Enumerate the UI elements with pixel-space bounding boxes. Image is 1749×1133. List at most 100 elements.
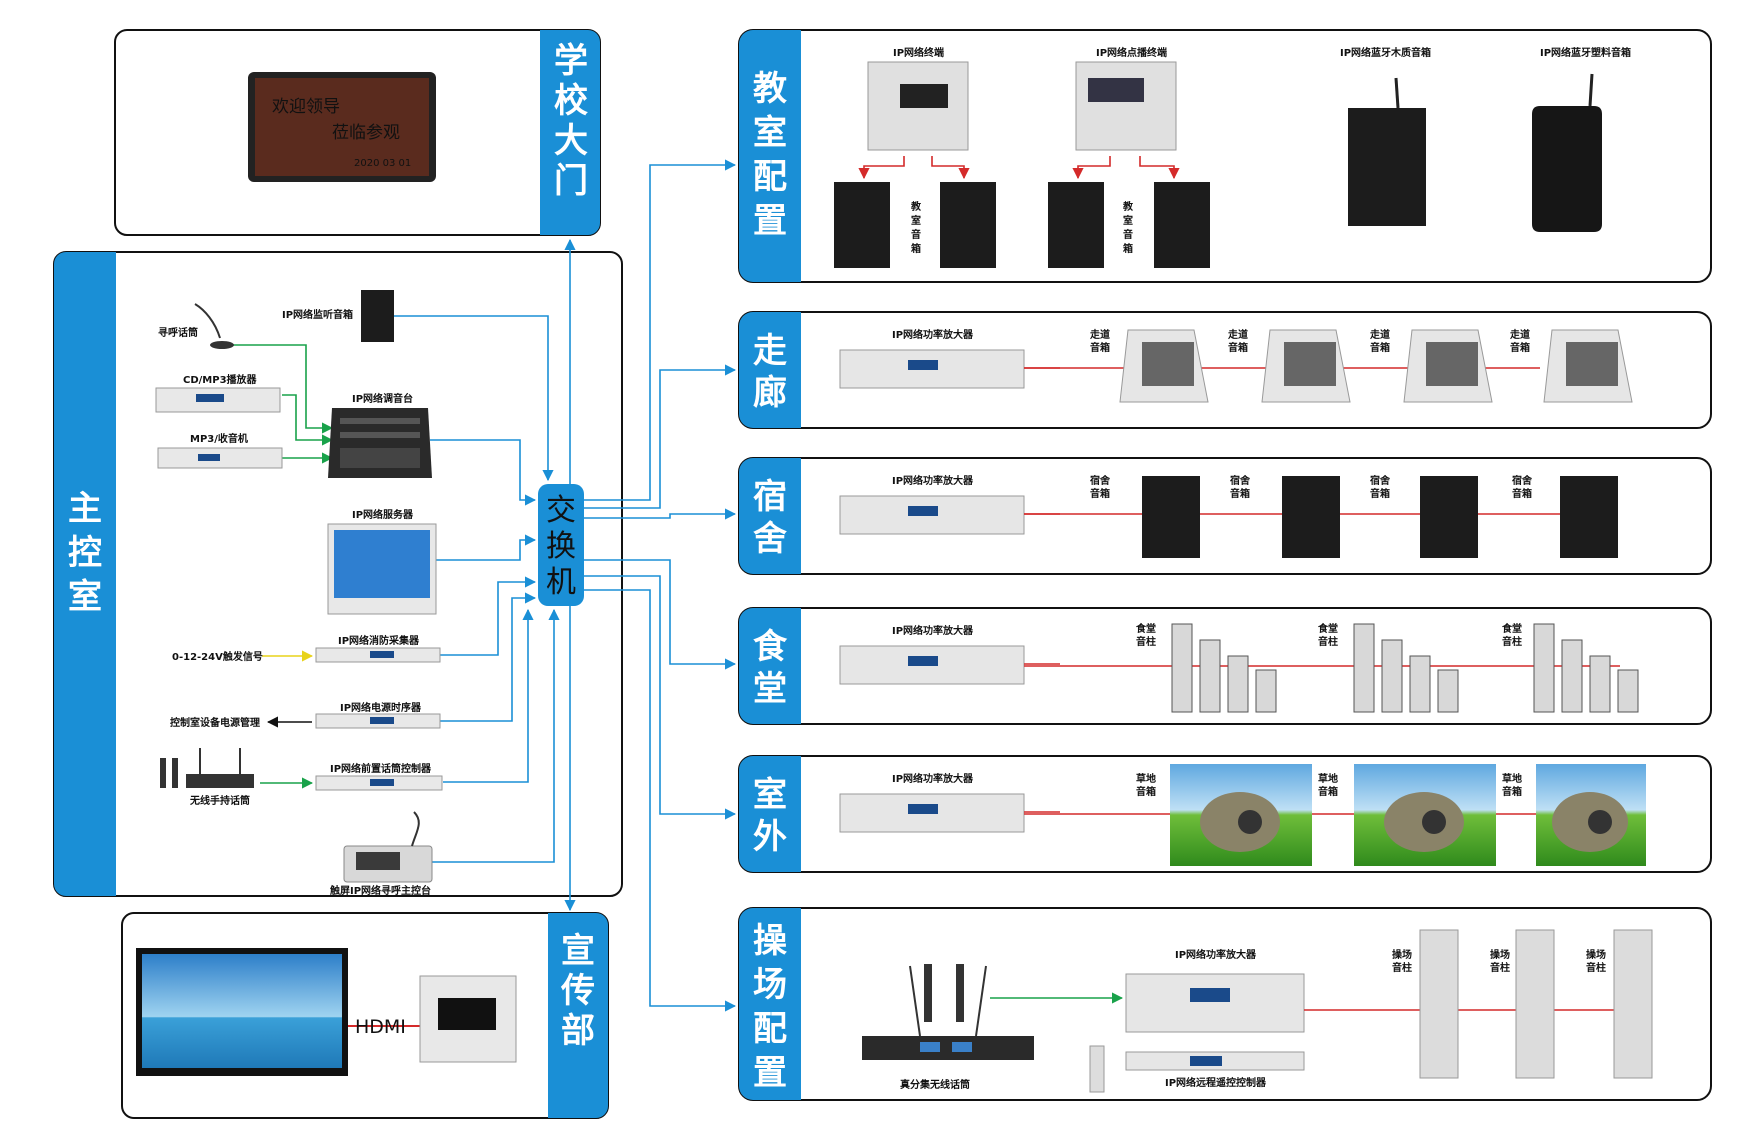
title-classroom: 教室配置 <box>753 69 787 241</box>
label-corridor-speaker-4: 走道音箱 <box>1509 328 1530 354</box>
amplifier-display <box>908 506 938 516</box>
label-lawn-speaker-1: 草地音箱 <box>1136 772 1156 798</box>
label-paging-terminal: IP网络点播终端 <box>1096 46 1167 59</box>
label-touch-console: 触屏IP网络寻呼主控台 <box>329 884 431 897</box>
label-wireless-mic: 真分集无线话筒 <box>900 1078 970 1091</box>
playground-amplifier-icon <box>1125 973 1305 1033</box>
led-date: 2020 03 01 <box>354 158 411 169</box>
canteen-column <box>1617 669 1639 713</box>
canteen-column <box>1409 655 1431 713</box>
label-power-mgmt: 控制室设备电源管理 <box>170 716 260 729</box>
canteen-column <box>1561 639 1583 713</box>
label-lawn-speaker-2: 草地音箱 <box>1318 772 1338 798</box>
label-canteen-speaker-1: 食堂音柱 <box>1135 622 1156 648</box>
label-dorm-speaker-2: 宿舍音箱 <box>1230 474 1251 500</box>
canteen-column <box>1533 623 1555 713</box>
label-power-sequencer: IP网络电源时序器 <box>340 701 422 714</box>
label-dorm-speaker-4: 宿舍音箱 <box>1512 474 1533 500</box>
amplifier-display <box>908 656 938 666</box>
label-mixer: IP网络调音台 <box>352 392 413 405</box>
paging-terminal-icon <box>1075 61 1177 151</box>
title-outdoor: 室外 <box>753 775 787 857</box>
playground-column-group <box>1304 929 1653 1079</box>
label-paging-mic: 寻呼话筒 <box>158 326 198 339</box>
led-line2: 莅临参观 <box>332 123 400 143</box>
label-amplifier-dormitory: IP网络功率放大器 <box>892 474 974 487</box>
mp3-radio-icon <box>157 447 283 469</box>
label-classroom-speaker-2: 教室音箱 <box>1122 200 1134 255</box>
amplifier-display <box>908 804 938 814</box>
label-playground-column-1: 操场音柱 <box>1392 948 1412 974</box>
switch-label: 交换机 <box>546 493 576 600</box>
label-mp3-radio: MP3/收音机 <box>190 432 248 445</box>
label-mic-controller: IP网络前置话筒控制器 <box>330 762 432 775</box>
label-canteen-speaker-3: 食堂音柱 <box>1501 622 1522 648</box>
monitor-speaker-icon <box>361 290 394 342</box>
lawn-speaker-group <box>1024 764 1646 866</box>
label-fire-collector: IP网络消防采集器 <box>338 634 420 647</box>
canteen-column <box>1437 669 1459 713</box>
title-corridor: 走廊 <box>753 331 787 413</box>
bt-wood-speaker-icon <box>1348 77 1426 226</box>
canteen-column <box>1381 639 1403 713</box>
wireless-handheld-icon <box>160 748 254 788</box>
label-corridor-speaker-2: 走道音箱 <box>1227 328 1248 354</box>
title-school-gate: 学校大门 <box>554 41 588 201</box>
label-hdmi: HDMI <box>355 1016 406 1038</box>
fire-collector-icon <box>315 647 441 663</box>
server-icon <box>327 523 437 615</box>
label-playground-column-3: 操场音柱 <box>1586 948 1606 974</box>
label-wireless-handheld: 无线手持话筒 <box>189 794 250 807</box>
canteen-column <box>1199 639 1221 713</box>
label-amplifier-corridor: IP网络功率放大器 <box>892 328 974 341</box>
label-classroom-speaker-1: 教室音箱 <box>910 200 922 255</box>
amplifier-corridor <box>839 349 1025 389</box>
label-playground-column-2: 操场音柱 <box>1490 948 1510 974</box>
touch-console-icon <box>343 811 433 883</box>
label-corridor-speaker-3: 走道音箱 <box>1369 328 1390 354</box>
title-playground: 操场配置 <box>753 921 787 1093</box>
title-canteen: 食堂 <box>753 627 788 709</box>
title-dormitory: 宿舍 <box>753 477 787 559</box>
mixer-icon <box>328 408 432 478</box>
amplifier-display <box>908 360 938 370</box>
label-classroom-terminal: IP网络终端 <box>893 46 944 59</box>
classroom-terminal-icon <box>867 61 969 151</box>
mic-controller-icon <box>315 775 443 791</box>
tv-screen-icon <box>136 948 348 1076</box>
label-server: IP网络服务器 <box>352 508 414 521</box>
dorm-speaker-group <box>1024 476 1618 558</box>
diversity-receiver-icon <box>862 964 1034 1060</box>
canteen-column <box>1589 655 1611 713</box>
canteen-column <box>1353 623 1375 713</box>
connections <box>228 159 737 1012</box>
canteen-column-group <box>1024 623 1639 713</box>
canteen-column <box>1227 655 1249 713</box>
label-amplifier-canteen: IP网络功率放大器 <box>892 624 974 637</box>
label-trigger-signal: 0-12-24V触发信号 <box>172 650 263 663</box>
cd-player-icon <box>155 387 281 413</box>
network-switch: 交换机 <box>538 484 584 606</box>
canteen-column <box>1171 623 1193 713</box>
label-dorm-speaker-1: 宿舍音箱 <box>1090 474 1111 500</box>
paging-mic-icon <box>194 303 234 349</box>
power-sequencer-icon <box>315 713 441 729</box>
label-corridor-speaker-1: 走道音箱 <box>1089 328 1110 354</box>
led-display: 欢迎领导 莅临参观 2020 03 01 <box>248 72 436 182</box>
label-dorm-speaker-3: 宿舍音箱 <box>1370 474 1391 500</box>
label-playground-amp: IP网络功率放大器 <box>1175 948 1257 961</box>
title-control-room: 主控室 <box>68 489 102 617</box>
title-publicity: 宣传部 <box>560 931 595 1051</box>
label-monitor-speaker: IP网络监听音箱 <box>282 308 353 321</box>
media-player-icon <box>419 975 517 1063</box>
canteen-column <box>1255 669 1277 713</box>
amplifier-dormitory <box>839 495 1025 535</box>
label-canteen-speaker-2: 食堂音柱 <box>1317 622 1338 648</box>
remote-controller-icon <box>1089 1045 1305 1093</box>
bt-plastic-speaker-icon <box>1532 73 1602 232</box>
label-cd-player: CD/MP3播放器 <box>183 373 258 386</box>
label-bt-plastic: IP网络蓝牙塑料音箱 <box>1540 46 1631 59</box>
led-line1: 欢迎领导 <box>272 97 340 117</box>
